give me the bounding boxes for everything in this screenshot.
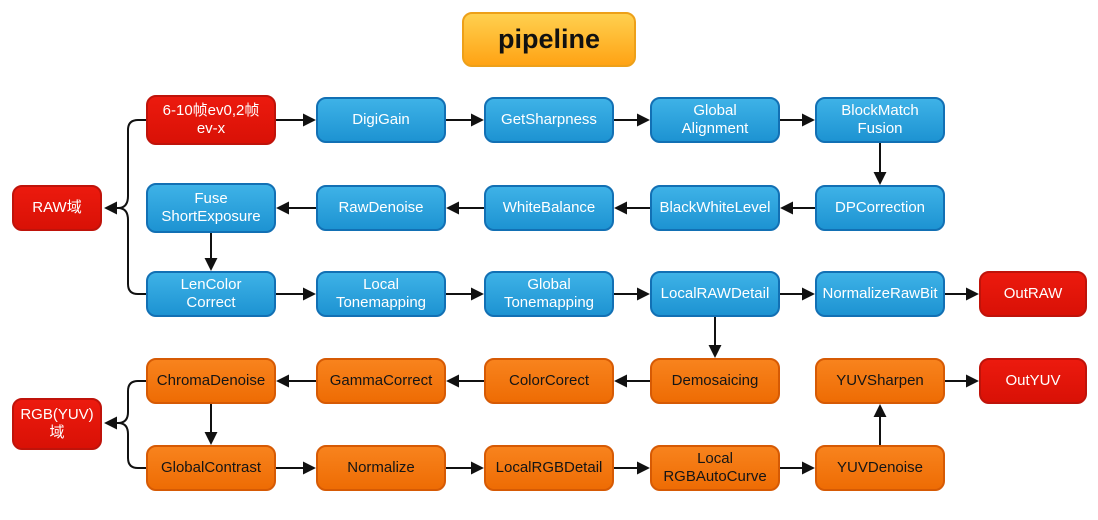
node-global-alignment: Global Alignment: [650, 97, 780, 143]
node-localrawdetail: LocalRAWDetail: [650, 271, 780, 317]
node-getsharpness: GetSharpness: [484, 97, 614, 143]
node-rgb-domain: RGB(YUV) 域: [12, 398, 102, 450]
node-localrgbdetail: LocalRGBDetail: [484, 445, 614, 491]
diagram-title: pipeline: [462, 12, 636, 67]
node-fuse-short-exposure: Fuse ShortExposure: [146, 183, 276, 233]
node-whitebalance: WhiteBalance: [484, 185, 614, 231]
node-rawdenoise: RawDenoise: [316, 185, 446, 231]
edge-chromadenoise-rgbdomain: [104, 380, 146, 430]
node-global-tonemapping: Global Tonemapping: [484, 271, 614, 317]
node-lencolor-correct: LenColor Correct: [146, 271, 276, 317]
node-outraw: OutRAW: [979, 271, 1087, 317]
node-normalizerawbit: NormalizeRawBit: [815, 271, 945, 317]
node-input-frames: 6-10帧ev0,2帧 ev-x: [146, 95, 276, 145]
node-chromadenoise: ChromaDenoise: [146, 358, 276, 404]
node-colorcorect: ColorCorect: [484, 358, 614, 404]
node-dpcorrection: DPCorrection: [815, 185, 945, 231]
node-raw-domain: RAW域: [12, 185, 102, 231]
node-demosaicing: Demosaicing: [650, 358, 780, 404]
node-blackwhitelevel: BlackWhiteLevel: [650, 185, 780, 231]
node-digigain: DigiGain: [316, 97, 446, 143]
edge-globalcontrast-rgbdomain: [106, 422, 146, 469]
node-globalcontrast: GlobalContrast: [146, 445, 276, 491]
node-yuvsharpen: YUVSharpen: [815, 358, 945, 404]
node-yuvdenoise: YUVDenoise: [815, 445, 945, 491]
edge-inputframes-rawdomain: [104, 119, 146, 215]
node-local-rgbautocurve: Local RGBAutoCurve: [650, 445, 780, 491]
node-outyuv: OutYUV: [979, 358, 1087, 404]
node-blockmatch-fusion: BlockMatch Fusion: [815, 97, 945, 143]
node-local-tonemapping: Local Tonemapping: [316, 271, 446, 317]
node-gammacorrect: GammaCorrect: [316, 358, 446, 404]
edge-lencolorcorrect-rawdomain: [106, 207, 146, 295]
node-normalize: Normalize: [316, 445, 446, 491]
